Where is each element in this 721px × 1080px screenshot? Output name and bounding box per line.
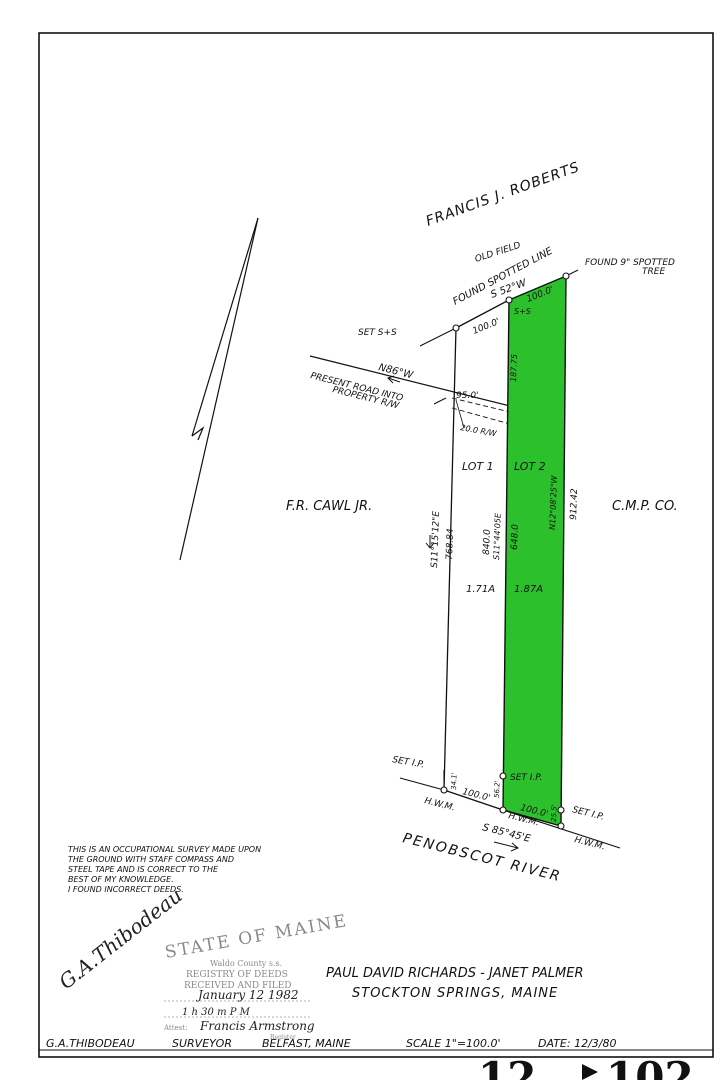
corner-marker	[499, 806, 507, 814]
stamp-state: STATE OF MAINE	[163, 911, 349, 963]
corner-marker	[452, 324, 460, 332]
road-lines	[309, 355, 519, 429]
lot1-boundary	[443, 299, 510, 811]
plan-number-right: 102	[606, 1053, 694, 1080]
stamp-date: January 12 1982	[195, 988, 299, 1002]
corner-markers	[440, 272, 570, 830]
corner-marker	[440, 786, 448, 794]
corner-marker	[557, 822, 565, 830]
set-sts-west-label: SET S+S	[358, 328, 397, 338]
west-dist: 768.84	[445, 528, 456, 560]
certification-line: THE GROUND WITH STAFF COMPASS AND	[68, 855, 234, 864]
title-line-2: STOCKTON SPRINGS, MAINE	[352, 986, 558, 1001]
owner-north: FRANCIS J. ROBERTS	[424, 159, 582, 230]
mid-upper-dist: 187.75	[509, 354, 519, 382]
footer-date: DATE: 12/3/80	[538, 1037, 616, 1050]
stamp-received: RECEIVED AND FILED	[184, 981, 292, 991]
lot2-area: 1.87A	[514, 584, 543, 595]
owner-west: F.R. CAWL JR.	[286, 499, 372, 514]
stamp-attest: Attest:	[163, 1024, 187, 1032]
certification-line: THIS IS AN OCCUPATIONAL SURVEY MADE UPON	[68, 845, 261, 854]
offset-east: 25.5'	[550, 804, 559, 822]
south-bearing: S 85°45'E	[481, 822, 532, 845]
hwm-east: H.W.M.	[573, 835, 606, 852]
east-bearing: N12°08'25"W	[548, 474, 559, 530]
river-label: PENOBSCOT RIVER	[401, 830, 563, 885]
lot1-label: LOT 1	[462, 460, 494, 473]
north-arrow-icon	[179, 217, 259, 561]
registry-stamp: STATE OF MAINE Waldo County s.s. REGISTR…	[163, 911, 349, 1041]
east-dist: 912.42	[569, 488, 580, 520]
north-line-extension	[419, 327, 457, 347]
old-field-label: OLD FIELD	[474, 241, 522, 265]
stamp-attest-signature: Francis Armstrong	[199, 1019, 315, 1033]
found-tree-label: FOUND 9" SPOTTED	[585, 258, 675, 268]
certification-line: STEEL TAPE AND IS CORRECT TO THE	[68, 865, 219, 874]
title-line-1: PAUL DAVID RICHARDS - JANET PALMER	[326, 966, 584, 981]
found-tree-label-2: TREE	[642, 267, 665, 277]
dimension-arrows	[425, 397, 519, 852]
offset-west: 34.1'	[450, 772, 459, 790]
corner-marker	[557, 806, 565, 814]
footer-location: BELFAST, MAINE	[262, 1037, 351, 1050]
road-bearing: N86°W	[377, 362, 415, 381]
stamp-registry: REGISTRY OF DEEDS	[186, 970, 288, 980]
road-row: 20.0 R/W	[460, 423, 499, 438]
offset-mid: 56.2'	[493, 780, 502, 798]
lot1-area: 1.71A	[466, 584, 495, 595]
stamp-register: Register	[270, 1034, 296, 1041]
owner-east: C.M.P. CO.	[612, 499, 678, 514]
corner-marker	[505, 296, 513, 304]
stamp-county: Waldo County s.s.	[210, 959, 282, 968]
stamp-time: 1 h 30 m P M	[182, 1007, 251, 1018]
corner-marker	[562, 272, 570, 280]
hwm-west: H.W.M.	[423, 796, 456, 813]
mid-dist: 840.0	[482, 529, 493, 555]
footer-role: SURVEYOR	[172, 1037, 232, 1050]
certification-line: BEST OF MY KNOWLEDGE.	[68, 875, 174, 884]
corner-marker	[499, 772, 507, 780]
road-arrow-icon	[387, 375, 401, 384]
set-ip-east: SET I.P.	[571, 805, 605, 823]
footer-surveyor: G.A.THIBODEAU	[46, 1037, 135, 1050]
road-dist: 95.0'	[456, 391, 479, 401]
sheet-border	[38, 32, 714, 1058]
west-bearing: S11°15'12"E	[430, 511, 442, 568]
footer-scale: SCALE 1"=100.0'	[406, 1037, 501, 1050]
plan-number-marker-icon	[582, 1064, 598, 1080]
certification-note: THIS IS AN OCCUPATIONAL SURVEY MADE UPON…	[68, 845, 261, 894]
lot2-mid-dist: 648.0	[510, 524, 521, 550]
lot2-label: LOT 2	[514, 460, 546, 473]
set-ip-mid: SET I.P.	[510, 773, 542, 783]
surveyor-signature: G.A.Thibodeau	[54, 883, 186, 994]
set-ip-west: SET I.P.	[391, 755, 425, 770]
sts-mid-label: S+S	[514, 307, 531, 316]
certification-line: I FOUND INCORRECT DEEDS.	[68, 885, 184, 894]
north-dist-lot1: 100.0'	[471, 317, 501, 337]
mid-bearing: S11°44'05E	[492, 512, 503, 560]
plan-number-left: 12	[478, 1053, 536, 1080]
